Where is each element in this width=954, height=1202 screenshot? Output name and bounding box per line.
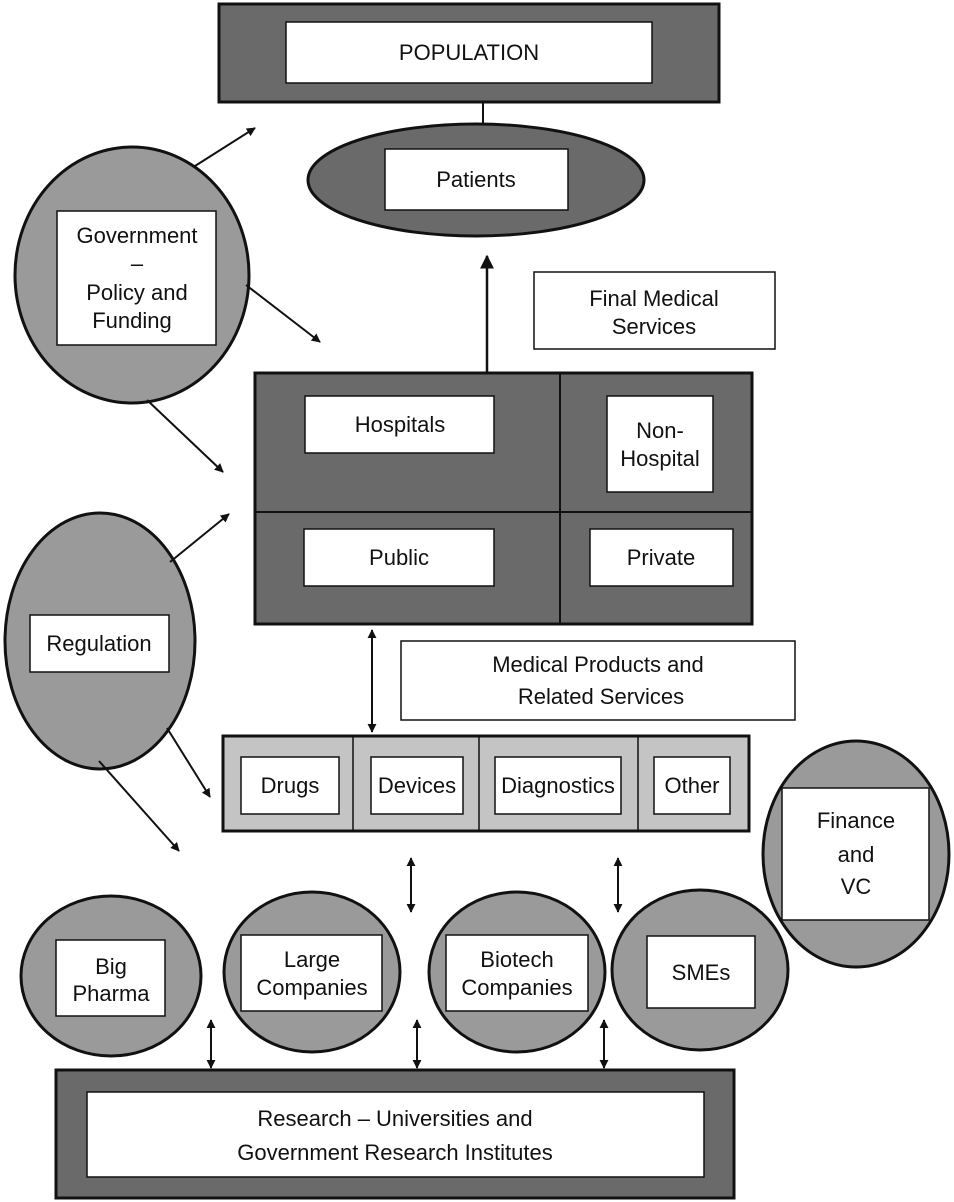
research-block: Research – Universities and Government R… bbox=[54, 1068, 736, 1200]
biotech-companies-label-line1: Biotech bbox=[480, 947, 553, 972]
large-companies-label-line2: Companies bbox=[256, 975, 367, 1000]
research-label-line1: Research – Universities and bbox=[257, 1106, 532, 1131]
private-box bbox=[589, 528, 734, 587]
finance-block: Finance and VC bbox=[761, 739, 951, 969]
government-label-line3: Policy and bbox=[86, 280, 188, 305]
finance-label-line2: and bbox=[838, 842, 875, 867]
large-companies-block: Large Companies bbox=[222, 890, 402, 1054]
finance-label-line1: Finance bbox=[817, 808, 895, 833]
big-pharma-block: Big Pharma bbox=[19, 894, 203, 1058]
smes-block: SMEs bbox=[610, 888, 790, 1052]
biotech-companies-box bbox=[445, 934, 589, 1012]
large-companies-label-line1: Large bbox=[284, 947, 340, 972]
finance-label-line3: VC bbox=[841, 874, 872, 899]
final-services-label-line1: Final Medical bbox=[589, 286, 719, 311]
diagnostics-box bbox=[494, 756, 622, 815]
smes-label: SMEs bbox=[672, 960, 731, 985]
final-services-block: Final Medical Services bbox=[533, 271, 776, 350]
research-label-line2: Government Research Institutes bbox=[237, 1140, 552, 1165]
medical-products-label-line2: Related Services bbox=[518, 684, 684, 709]
devices-label: Devices bbox=[378, 773, 456, 798]
government-block: Government – Policy and Funding bbox=[13, 145, 251, 405]
private-label: Private bbox=[627, 545, 695, 570]
regulation-block: Regulation bbox=[3, 511, 197, 771]
public-label: Public bbox=[369, 545, 429, 570]
medical-products-label-line1: Medical Products and bbox=[492, 652, 704, 677]
regulation-label: Regulation bbox=[46, 631, 151, 656]
non-hospital-box bbox=[606, 395, 714, 493]
hospitals-box bbox=[304, 395, 495, 454]
products-block: Drugs Devices Diagnostics Other bbox=[221, 734, 751, 833]
devices-box bbox=[370, 756, 464, 815]
government-to-population-arrow bbox=[194, 127, 256, 167]
government-label-line1: Government bbox=[76, 223, 197, 248]
big-pharma-box bbox=[55, 939, 166, 1017]
government-box bbox=[56, 210, 217, 346]
big-pharma-label-line2: Pharma bbox=[72, 981, 150, 1006]
big-pharma-label-line1: Big bbox=[95, 954, 127, 979]
government-label-line2: – bbox=[131, 251, 144, 276]
government-label-line4: Funding bbox=[92, 308, 172, 333]
other-box bbox=[653, 756, 731, 815]
research-box bbox=[86, 1091, 705, 1178]
medical-products-box bbox=[400, 640, 796, 721]
regulation-box bbox=[29, 614, 170, 673]
patients-box bbox=[384, 148, 569, 211]
patients-label: Patients bbox=[436, 167, 516, 192]
biotech-companies-label-line2: Companies bbox=[461, 975, 572, 1000]
population-block: POPULATION bbox=[217, 2, 721, 104]
non-hospital-label-line2: Hospital bbox=[620, 446, 699, 471]
public-box bbox=[303, 528, 495, 587]
drugs-box bbox=[240, 756, 340, 815]
final-services-box bbox=[533, 271, 776, 350]
patients-block: Patients bbox=[306, 122, 646, 238]
finance-box bbox=[781, 787, 930, 921]
final-services-label-line2: Services bbox=[612, 314, 696, 339]
population-box bbox=[285, 21, 653, 84]
medical-products-block: Medical Products and Related Services bbox=[400, 640, 796, 721]
government-to-services-arrow bbox=[245, 284, 321, 343]
non-hospital-label-line1: Non- bbox=[636, 418, 684, 443]
drugs-label: Drugs bbox=[261, 773, 320, 798]
hospitals-label: Hospitals bbox=[355, 412, 445, 437]
government-to-providers-arrow bbox=[146, 399, 224, 473]
large-companies-box bbox=[240, 934, 383, 1012]
regulation-to-companies-arrow bbox=[98, 760, 180, 852]
smes-box bbox=[646, 935, 756, 1009]
regulation-to-providers-arrow bbox=[169, 513, 230, 563]
other-label: Other bbox=[664, 773, 719, 798]
biotech-companies-block: Biotech Companies bbox=[427, 890, 607, 1054]
diagnostics-label: Diagnostics bbox=[501, 773, 615, 798]
providers-block: Hospitals Non- Hospital Public Private bbox=[253, 371, 754, 626]
regulation-to-products-arrow bbox=[166, 727, 211, 798]
population-label: POPULATION bbox=[399, 40, 539, 65]
